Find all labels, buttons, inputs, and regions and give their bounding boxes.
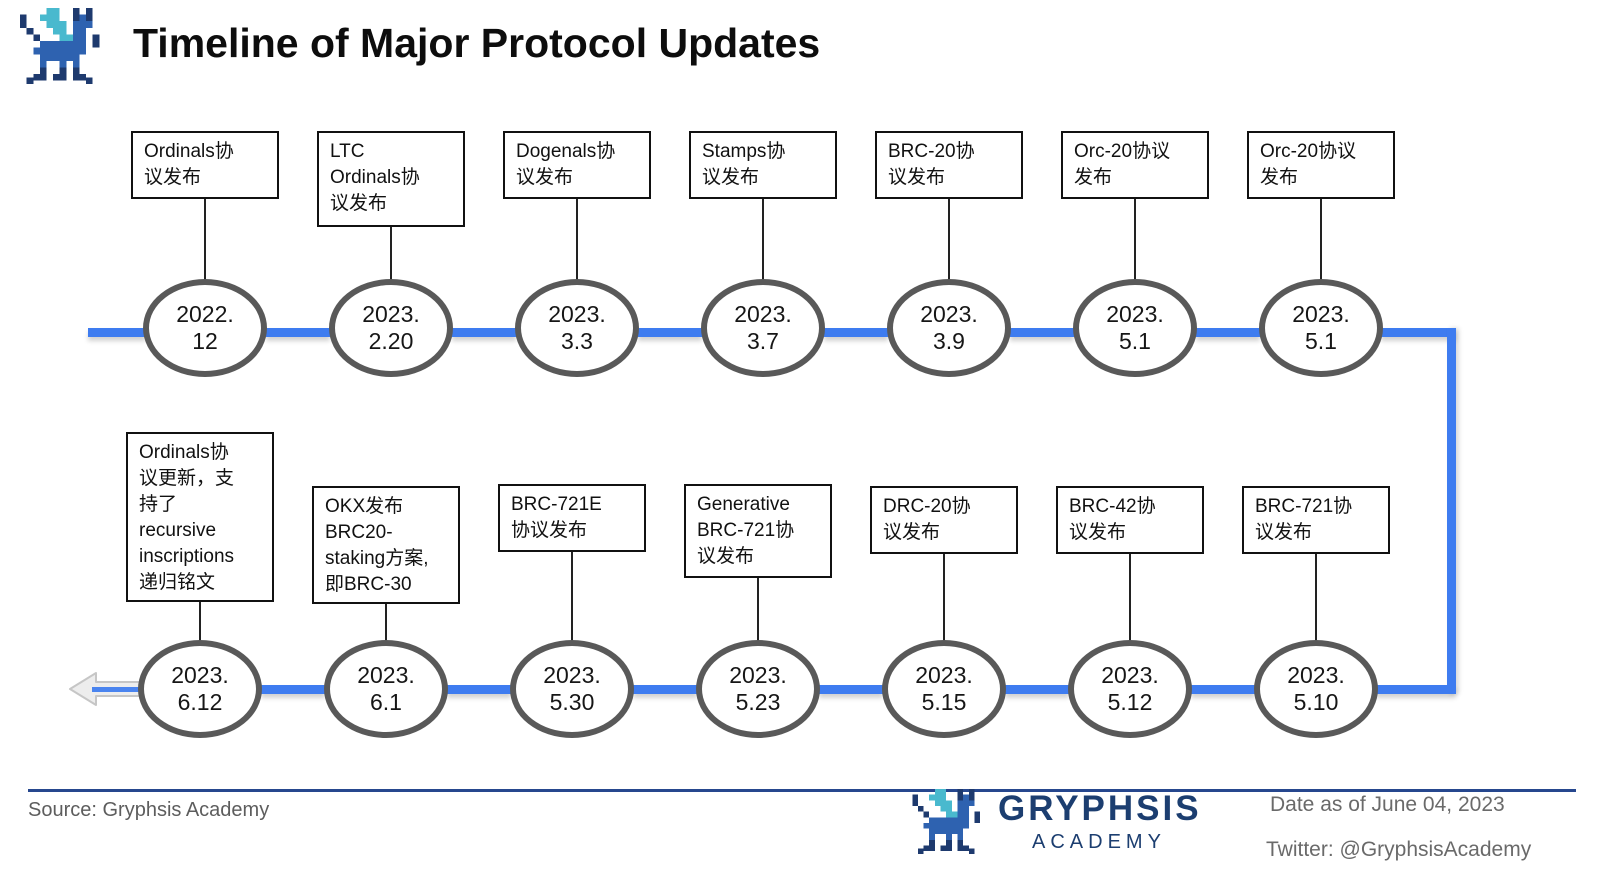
date-year: 2023. — [1101, 662, 1159, 688]
date-year: 2023. — [362, 301, 420, 327]
date-day: 5.1 — [1119, 328, 1151, 354]
date-year: 2023. — [548, 301, 606, 327]
connector-line — [576, 199, 578, 280]
date-day: 2.20 — [368, 328, 414, 354]
date-circle: 2023.3.9 — [887, 279, 1011, 377]
date-day: 5.30 — [549, 689, 595, 715]
connector-line — [571, 552, 573, 641]
date-circle: 2023.5.30 — [510, 640, 634, 738]
date-day: 3.9 — [933, 328, 965, 354]
brand-name: GRYPHSIS — [998, 789, 1202, 828]
connector-line — [390, 227, 392, 280]
date-year: 2023. — [920, 301, 978, 327]
date-day: 5.10 — [1293, 689, 1339, 715]
timeline-segment — [819, 685, 883, 694]
page-title: Timeline of Major Protocol Updates — [133, 20, 821, 66]
date-year: 2023. — [357, 662, 415, 688]
date-day: 5.1 — [1305, 328, 1337, 354]
connector-line — [1315, 554, 1317, 641]
date-circle: 2023.5.15 — [882, 640, 1006, 738]
event-label-orc20-b: Orc-20协议 发布 — [1247, 131, 1395, 199]
event-label-ltc-ordinals: LTC Ordinals协 议发布 — [317, 131, 465, 227]
brand-subtitle: ACADEMY — [1032, 831, 1166, 853]
timeline-segment — [261, 685, 325, 694]
event-label-brc42: BRC-42协 议发布 — [1056, 486, 1204, 554]
connector-line — [199, 602, 201, 641]
event-label-okx-brc30: OKX发布 BRC20- staking方案, 即BRC-30 — [312, 486, 460, 604]
date-circle: 2023.3.7 — [701, 279, 825, 377]
event-label-ordinals-update: Ordinals协 议更新，支 持了 recursive inscription… — [126, 432, 274, 602]
date-day: 5.15 — [921, 689, 967, 715]
timeline-segment — [1010, 328, 1074, 337]
connector-line — [204, 199, 206, 280]
date-circle: 2023.2.20 — [329, 279, 453, 377]
connector-line — [385, 604, 387, 641]
timeline-segment — [1381, 328, 1456, 337]
timeline-segment-vertical — [1447, 328, 1456, 694]
event-label-brc20: BRC-20协 议发布 — [875, 131, 1023, 199]
connector-line — [1320, 199, 1322, 280]
date-year: 2023. — [543, 662, 601, 688]
timeline-segment — [452, 328, 516, 337]
timeline-segment — [88, 328, 146, 337]
event-label-stamps: Stamps协 议发布 — [689, 131, 837, 199]
timeline-segment — [1196, 328, 1260, 337]
timeline-segment — [92, 687, 142, 692]
event-label-generative-brc721: Generative BRC-721协 议发布 — [684, 484, 832, 578]
date-day: 5.12 — [1107, 689, 1153, 715]
date-day: 6.1 — [370, 689, 402, 715]
timeline-segment — [1376, 685, 1456, 694]
event-label-ordinals: Ordinals协 议发布 — [131, 131, 279, 199]
connector-line — [762, 199, 764, 280]
date-day: 6.12 — [177, 689, 223, 715]
date-day: 3.3 — [561, 328, 593, 354]
event-label-dogenals: Dogenals协 议发布 — [503, 131, 651, 199]
date-year: 2023. — [1287, 662, 1345, 688]
timeline-segment — [1191, 685, 1255, 694]
event-label-drc20: DRC-20协 议发布 — [870, 486, 1018, 554]
timeline-segment — [447, 685, 511, 694]
timeline-segment — [824, 328, 888, 337]
date-year: 2023. — [1292, 301, 1350, 327]
date-year: 2023. — [915, 662, 973, 688]
date-year: 2023. — [734, 301, 792, 327]
pixel-dragon-logo — [20, 8, 106, 84]
connector-line — [1134, 199, 1136, 280]
timeline-segment — [266, 328, 330, 337]
date-circle: 2023.5.1 — [1073, 279, 1197, 377]
date-circle: 2022.12 — [143, 279, 267, 377]
footer-divider — [28, 789, 1576, 792]
connector-line — [943, 554, 945, 641]
date-circle: 2023.5.12 — [1068, 640, 1192, 738]
source-note: Source: Gryphsis Academy — [28, 799, 270, 821]
timeline-segment — [1005, 685, 1069, 694]
date-circle: 2023.6.12 — [138, 640, 262, 738]
date-day: 12 — [192, 328, 218, 354]
timeline-segment — [633, 685, 697, 694]
event-label-brc721e: BRC-721E 协议发布 — [498, 484, 646, 552]
date-circle: 2023.5.1 — [1259, 279, 1383, 377]
date-circle: 2023.5.10 — [1254, 640, 1378, 738]
date-year: 2023. — [171, 662, 229, 688]
connector-line — [757, 578, 759, 641]
timeline-segment — [638, 328, 702, 337]
date-year: 2023. — [1106, 301, 1164, 327]
event-label-brc721: BRC-721协 议发布 — [1242, 486, 1390, 554]
date-year: 2022. — [176, 301, 234, 327]
date-circle: 2023.6.1 — [324, 640, 448, 738]
event-label-orc20-a: Orc-20协议 发布 — [1061, 131, 1209, 199]
date-circle: 2023.3.3 — [515, 279, 639, 377]
date-day: 3.7 — [747, 328, 779, 354]
pixel-dragon-logo — [912, 789, 986, 854]
date-note: Date as of June 04, 2023 — [1270, 793, 1505, 816]
connector-line — [1129, 554, 1131, 641]
date-day: 5.23 — [735, 689, 781, 715]
twitter-handle: Twitter: @GryphsisAcademy — [1266, 838, 1532, 861]
connector-line — [948, 199, 950, 280]
date-year: 2023. — [729, 662, 787, 688]
date-circle: 2023.5.23 — [696, 640, 820, 738]
